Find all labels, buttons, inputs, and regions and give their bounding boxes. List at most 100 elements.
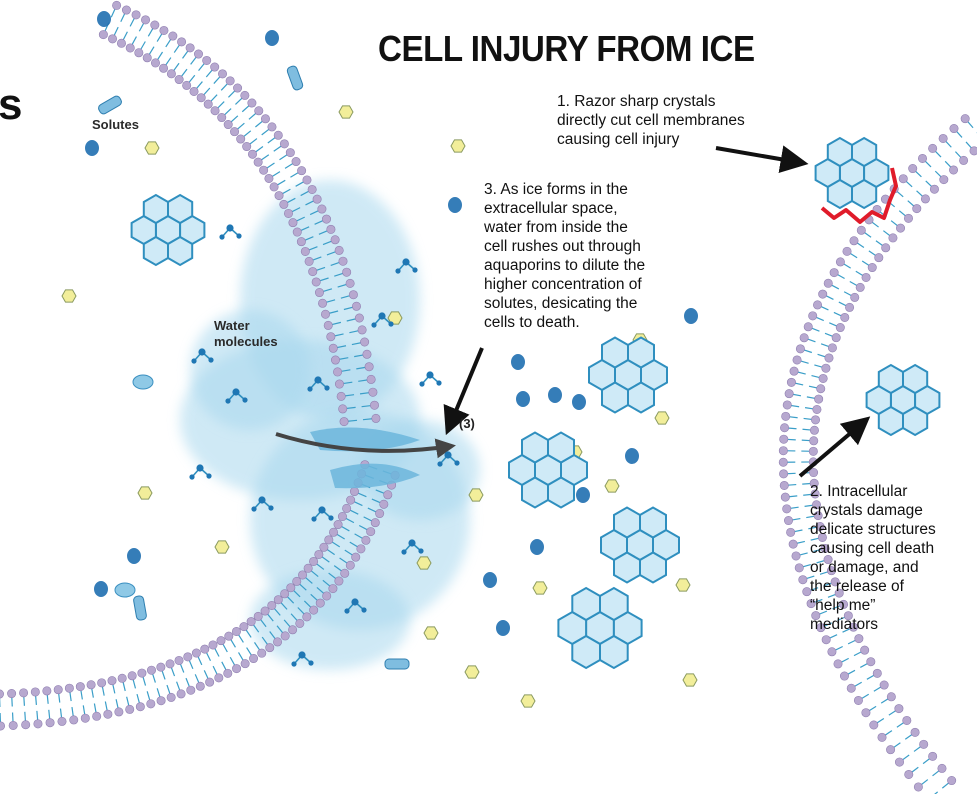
- ion-icon: [448, 197, 462, 213]
- crystal-cell: [168, 237, 192, 265]
- lipid-head: [369, 388, 377, 396]
- crystal-cell: [828, 138, 852, 166]
- lipid-head: [233, 84, 241, 92]
- callout-2-line: 2. Intracellular: [810, 482, 936, 501]
- hydrogen-atom: [236, 233, 241, 238]
- lipid-head: [186, 44, 194, 52]
- lipid-head: [313, 195, 321, 203]
- lipid-head: [54, 685, 62, 693]
- hydrogen-atom: [401, 549, 406, 554]
- callout-2-line: the release of: [810, 577, 936, 596]
- lipid-head: [895, 758, 903, 766]
- ion-icon: [572, 394, 586, 410]
- lipid-head: [331, 236, 339, 244]
- solute-rod: [133, 595, 147, 620]
- hydrogen-atom: [311, 516, 316, 521]
- lipid-head: [288, 626, 296, 634]
- lipid-head: [928, 752, 936, 760]
- crystal-cell: [903, 407, 927, 435]
- lipid-head: [899, 174, 907, 182]
- lipid-head: [138, 669, 146, 677]
- crystal-cell: [879, 365, 903, 393]
- lipid-head: [187, 686, 195, 694]
- lipid-head: [335, 577, 343, 585]
- hydrogen-atom: [206, 473, 211, 478]
- lipid-head: [904, 214, 912, 222]
- lipid-head: [175, 656, 183, 664]
- hydrogen-atom: [189, 474, 194, 479]
- crystal-cell: [879, 407, 903, 435]
- lipid-head: [847, 684, 855, 692]
- lipid-head: [241, 659, 249, 667]
- lipid-head: [225, 632, 233, 640]
- lipid-head: [804, 323, 812, 331]
- lipid-head: [352, 553, 360, 561]
- lipid-head: [329, 584, 337, 592]
- lipid-head: [280, 200, 288, 208]
- hydrogen-atom: [308, 660, 313, 665]
- oxygen-atom: [226, 224, 233, 231]
- lipid-head: [341, 569, 349, 577]
- hydrogen-atom: [419, 381, 424, 386]
- hydrogen-atom: [307, 386, 312, 391]
- lipid-head: [340, 417, 348, 425]
- solute-icon: [521, 695, 535, 707]
- lipid-head: [70, 716, 78, 724]
- crystal-cell: [614, 508, 640, 538]
- hydrogen-atom: [454, 460, 459, 465]
- lipid-head: [232, 664, 240, 672]
- callout-3-line: aquaporins to dilute the: [484, 256, 645, 275]
- lipid-head: [349, 291, 357, 299]
- lipid-head: [209, 641, 217, 649]
- lipid-head: [813, 301, 821, 309]
- lipid-head: [339, 257, 347, 265]
- lipid-head: [265, 174, 273, 182]
- oxygen-atom: [232, 388, 239, 395]
- lipid-head: [331, 356, 339, 364]
- water-label-line1: Water: [214, 318, 278, 334]
- lipid-head: [292, 157, 300, 165]
- lipid-head: [867, 658, 875, 666]
- lipid-head: [782, 412, 790, 420]
- hydrogen-atom: [324, 385, 329, 390]
- lipid-head: [249, 654, 257, 662]
- lipid-head: [112, 1, 120, 9]
- lipid-head: [115, 708, 123, 716]
- lipid-head: [99, 30, 107, 38]
- solute-icon: [655, 412, 669, 424]
- lipid-head: [266, 643, 274, 651]
- crystal-cell: [168, 195, 192, 223]
- solute-rod: [385, 659, 409, 669]
- lipid-head: [128, 672, 136, 680]
- lipid-head: [895, 704, 903, 712]
- lipid-head: [346, 496, 354, 504]
- lipid-head: [914, 783, 922, 791]
- water-molecule-icon: [419, 371, 441, 386]
- solute-icon: [451, 140, 465, 152]
- lipid-head: [862, 709, 870, 717]
- solute-icon: [676, 579, 690, 591]
- lipid-head: [160, 26, 168, 34]
- lipid-head: [274, 596, 282, 604]
- lipid-head: [905, 770, 913, 778]
- lipid-head: [375, 509, 383, 517]
- lipid-head: [303, 613, 311, 621]
- oxygen-atom: [196, 464, 203, 471]
- lipid-head: [247, 617, 255, 625]
- crystal-cell: [828, 180, 852, 208]
- water-label-line2: molecules: [214, 334, 278, 350]
- hydrogen-atom: [242, 397, 247, 402]
- ion-icon: [530, 539, 544, 555]
- lipid-head: [851, 293, 859, 301]
- lipid-head: [159, 64, 167, 72]
- lipid-head: [318, 299, 326, 307]
- lipid-head: [896, 224, 904, 232]
- lipid-head: [355, 314, 363, 322]
- lipid-head: [327, 225, 335, 233]
- lipid-head: [860, 646, 868, 654]
- ion-icon: [548, 387, 562, 403]
- crystal-cell: [600, 588, 628, 620]
- lipid-head: [828, 344, 836, 352]
